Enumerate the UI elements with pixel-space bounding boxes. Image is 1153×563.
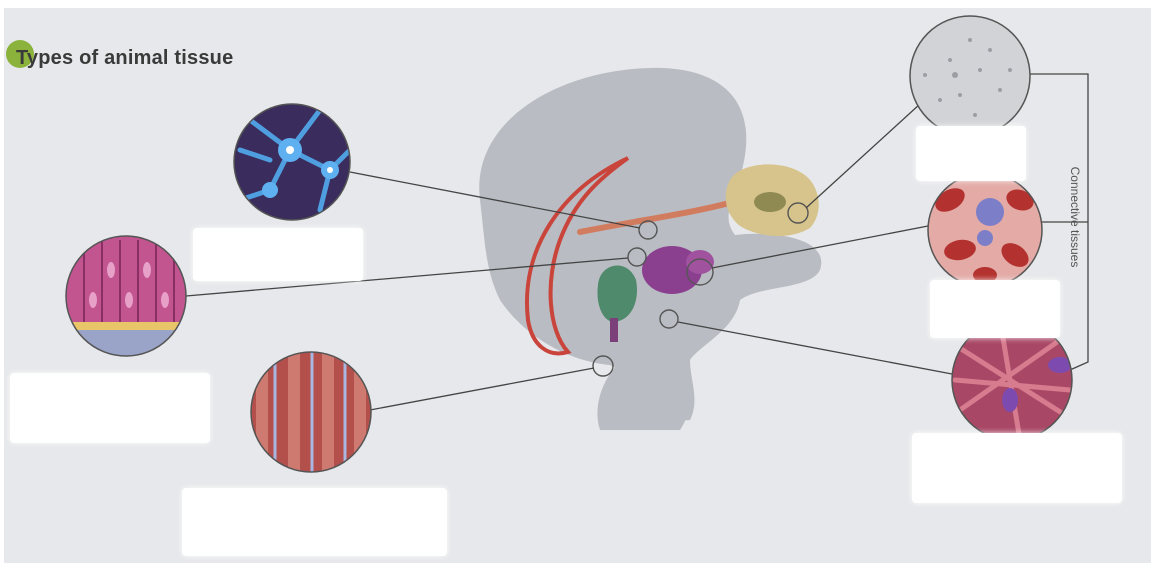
nerve-cells-icon <box>234 104 350 220</box>
label-blank-epithelial[interactable] <box>10 373 210 443</box>
label-blank-muscle[interactable] <box>182 488 447 556</box>
leader-muscle <box>370 368 594 410</box>
label-blank-fibrous[interactable] <box>912 433 1122 503</box>
trachea-organ <box>610 318 618 342</box>
muscle-fibers-icon <box>251 352 371 472</box>
kidney-organ <box>686 250 714 274</box>
blood-cells-icon <box>928 173 1042 287</box>
leader-fibrous <box>678 322 952 374</box>
leader-cartilage <box>806 104 920 208</box>
body-silhouette <box>479 68 821 430</box>
epithelial-cells-icon <box>66 236 186 360</box>
label-blank-cartilage[interactable] <box>916 126 1026 181</box>
connective-tissues-label: Connective tissues <box>1068 142 1082 292</box>
cartilage-icon <box>910 16 1030 136</box>
brain-organ <box>726 164 819 236</box>
label-blank-blood[interactable] <box>930 280 1060 338</box>
label-blank-nerve[interactable] <box>193 228 363 281</box>
fibrous-tissue-icon <box>952 320 1072 440</box>
